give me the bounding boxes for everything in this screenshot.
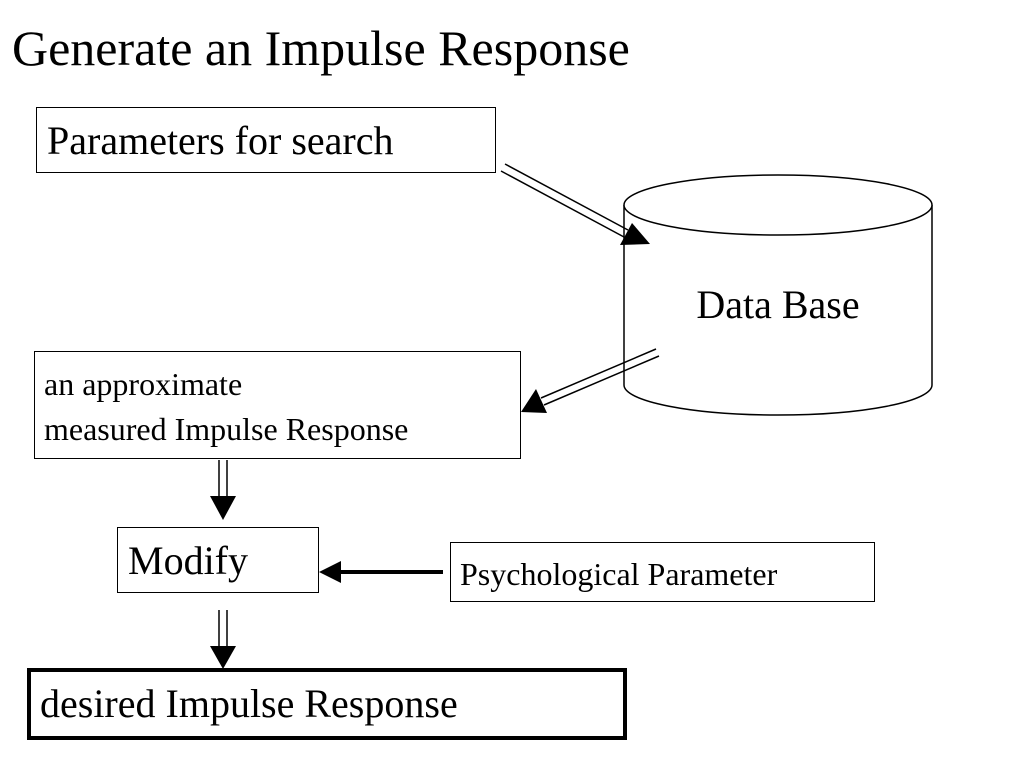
arrow-params-to-database: [500, 163, 650, 245]
database-label: Data Base: [696, 282, 860, 327]
approximate-label-line1: an approximate: [44, 366, 243, 402]
modify-label: Modify: [128, 538, 248, 583]
parameters-box: Parameters for search: [36, 107, 496, 173]
psychological-parameter-label: Psychological Parameter: [460, 556, 778, 592]
arrow-approx-to-modify: [210, 460, 236, 520]
modify-box: Modify: [117, 527, 319, 593]
psychological-parameter-box: Psychological Parameter: [450, 542, 875, 602]
desired-response-label: desired Impulse Response: [40, 681, 458, 726]
arrow-psych-to-modify: [319, 561, 443, 583]
database-cylinder: [623, 174, 933, 416]
diagram-title: Generate an Impulse Response: [12, 20, 630, 76]
parameters-label: Parameters for search: [47, 118, 394, 163]
approximate-response-box: an approximate measured Impulse Response: [34, 351, 521, 459]
arrow-modify-to-desired: [210, 610, 236, 669]
desired-response-box: desired Impulse Response: [27, 668, 627, 740]
arrow-database-to-approx: [521, 348, 660, 413]
approximate-label-line2: measured Impulse Response: [44, 411, 409, 447]
